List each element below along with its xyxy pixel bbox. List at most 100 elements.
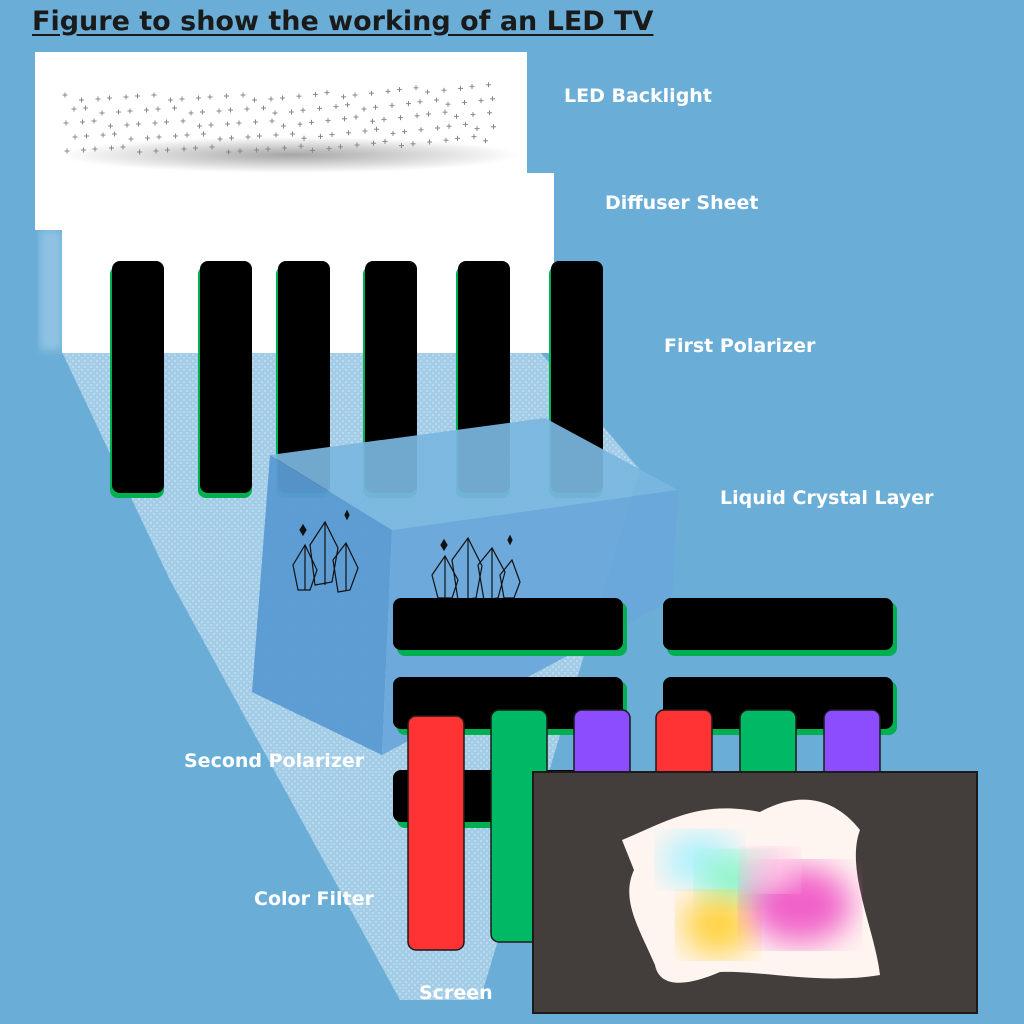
- led-mark: [298, 143, 304, 149]
- led-mark: [273, 132, 279, 138]
- led-mark: [245, 134, 251, 140]
- screen-color-blob: [622, 799, 880, 983]
- led-mark: [165, 147, 170, 153]
- led-mark: [153, 148, 159, 154]
- led-mark: [254, 147, 259, 153]
- led-mark: [352, 92, 358, 98]
- led-mark: [398, 115, 403, 121]
- led-mark: [326, 146, 332, 152]
- led-mark: [324, 90, 330, 96]
- led-mark: [342, 116, 347, 122]
- color-filter-bar: [407, 715, 465, 951]
- led-mark: [474, 126, 480, 132]
- led-mark: [272, 110, 278, 116]
- led-mark: [389, 102, 395, 108]
- led-mark: [136, 121, 141, 127]
- led-mark: [390, 130, 396, 136]
- led-mark: [224, 93, 229, 99]
- led-mark: [92, 146, 98, 152]
- led-mark: [168, 97, 173, 103]
- led-mark: [310, 147, 315, 153]
- led-mark: [226, 149, 231, 155]
- led-mark: [200, 109, 205, 115]
- polarizer-bar: [200, 261, 252, 493]
- led-mark: [317, 105, 322, 111]
- led-mark: [300, 107, 306, 113]
- led-mark: [71, 106, 77, 112]
- led-mark: [112, 131, 117, 137]
- led-mark: [208, 122, 214, 128]
- led-mark: [346, 130, 351, 136]
- label-liquid-crystal-layer: Liquid Crystal Layer: [720, 487, 934, 509]
- led-mark: [381, 116, 387, 122]
- led-mark: [156, 134, 162, 140]
- led-mark: [144, 107, 149, 113]
- led-mark: [455, 135, 460, 141]
- led-mark: [257, 133, 262, 139]
- led-mark: [463, 121, 468, 127]
- label-second-polarizer: Second Polarizer: [184, 750, 365, 772]
- led-mark: [225, 121, 230, 127]
- led-mark: [297, 121, 303, 127]
- led-mark: [152, 120, 158, 126]
- led-mark: [91, 118, 97, 124]
- led-mark: [137, 149, 142, 155]
- led-mark: [345, 102, 350, 108]
- led-mark: [486, 82, 491, 88]
- led-mark: [63, 120, 69, 126]
- label-first-polarizer: First Polarizer: [664, 335, 816, 357]
- led-mark: [446, 123, 452, 129]
- led-mark: [441, 87, 447, 93]
- led-mark: [180, 118, 186, 124]
- led-mark: [427, 139, 432, 145]
- led-mark: [478, 98, 484, 104]
- led-mark: [109, 145, 114, 151]
- led-mark: [425, 89, 430, 95]
- led-mark: [155, 106, 161, 112]
- label-screen: Screen: [419, 982, 493, 1004]
- led-mark: [374, 126, 379, 132]
- led-mark: [64, 148, 70, 154]
- led-mark: [196, 95, 201, 101]
- led-mark: [406, 101, 411, 107]
- color-filter-bar: [573, 709, 631, 781]
- led-mark: [123, 94, 129, 100]
- led-mark: [290, 131, 295, 137]
- crystal-icon: [292, 509, 359, 593]
- led-mark: [209, 144, 215, 150]
- polarizer-bar: [393, 598, 623, 650]
- led-mark: [62, 92, 68, 98]
- led-mark: [289, 109, 294, 115]
- led-mark: [100, 132, 106, 138]
- led-mark: [399, 143, 404, 149]
- led-mark: [301, 135, 307, 141]
- led-mark: [79, 97, 84, 103]
- led-mark: [124, 122, 130, 128]
- led-mark: [333, 104, 339, 110]
- led-mark: [458, 85, 463, 91]
- led-mark: [135, 93, 140, 99]
- led-mark: [184, 132, 190, 138]
- led-mark: [164, 119, 169, 125]
- led-mark: [84, 133, 89, 139]
- led-mark: [172, 105, 177, 111]
- led-mark: [325, 118, 331, 124]
- label-color-filter: Color Filter: [254, 888, 374, 910]
- led-mark: [197, 123, 202, 129]
- led-mark: [353, 114, 359, 120]
- led-mark: [80, 119, 85, 125]
- led-mark: [282, 145, 287, 151]
- led-mark: [338, 144, 343, 150]
- led-mark: [265, 146, 271, 152]
- led-mark: [128, 136, 134, 142]
- led-mark: [454, 113, 459, 119]
- led-mark: [397, 87, 402, 93]
- led-mark: [261, 105, 266, 111]
- led-mark: [462, 99, 467, 105]
- led-mark: [470, 112, 476, 118]
- led-mark: [116, 109, 121, 115]
- led-mark: [151, 92, 157, 98]
- led-mark: [385, 88, 391, 94]
- led-mark: [244, 106, 250, 112]
- label-diffuser-sheet: Diffuser Sheet: [605, 192, 759, 214]
